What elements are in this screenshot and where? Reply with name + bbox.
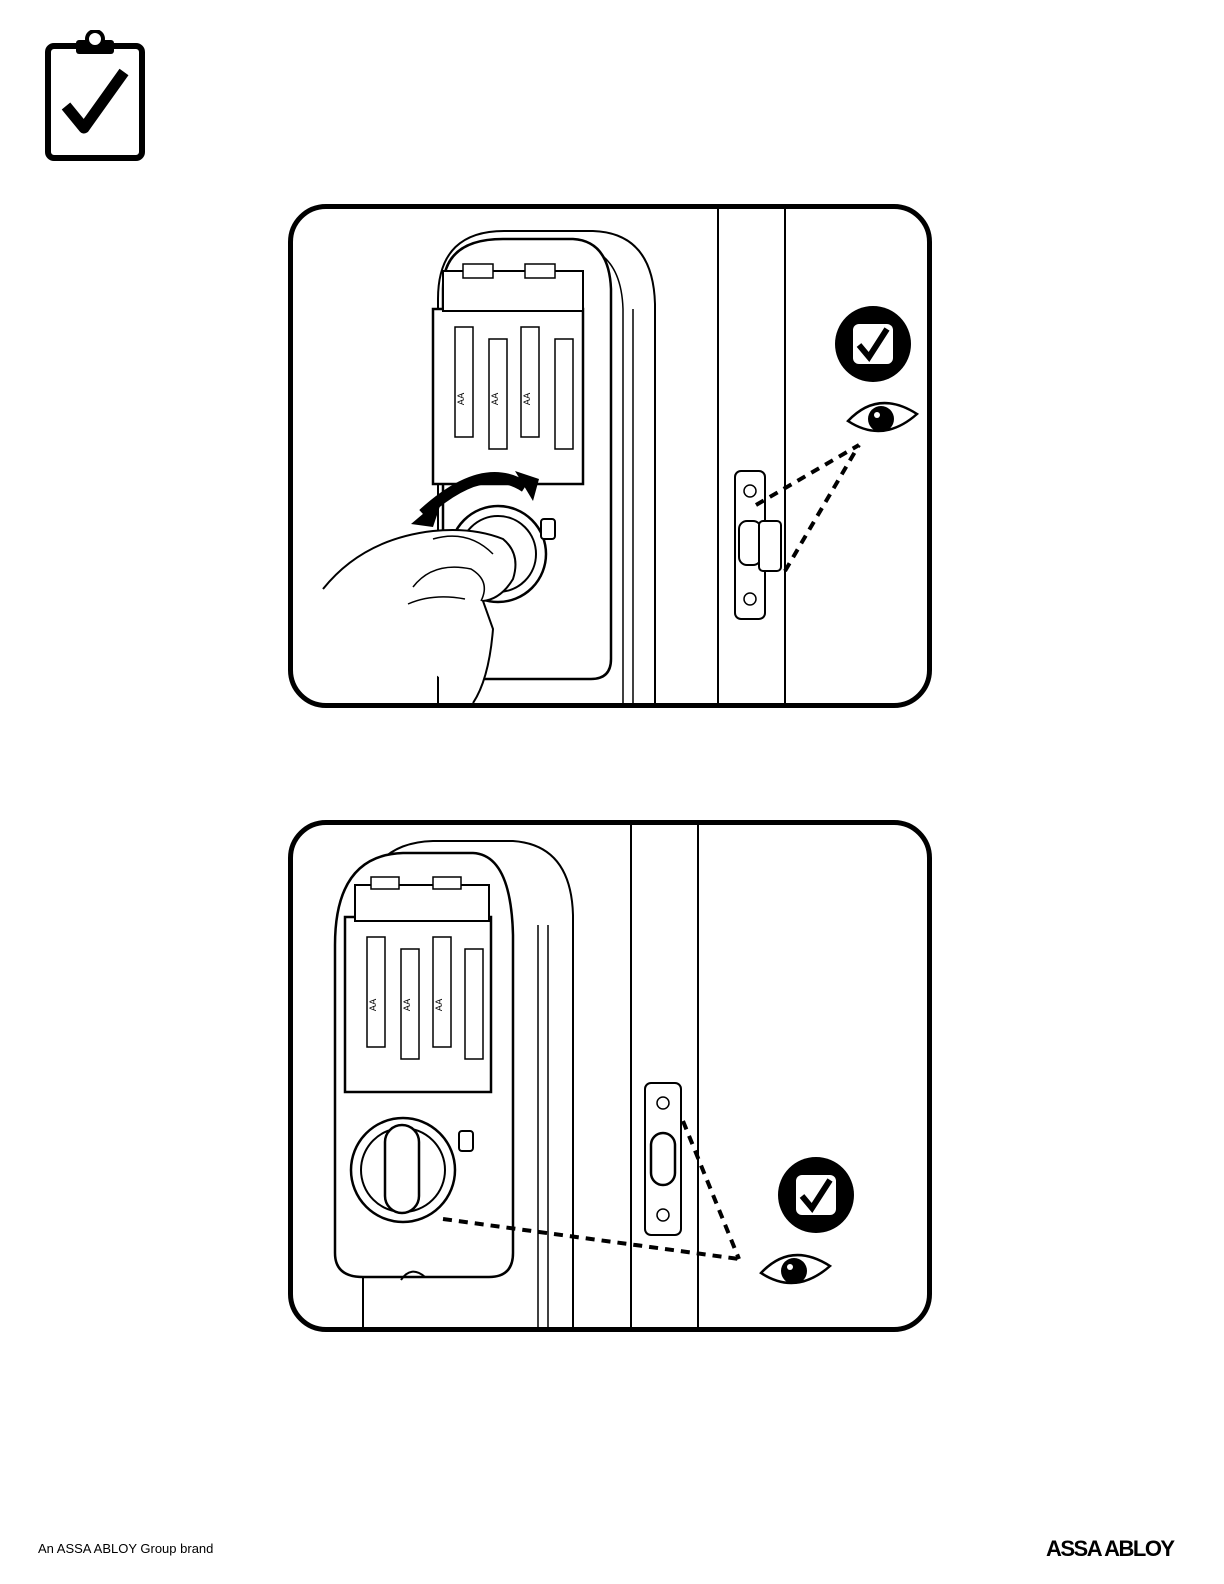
clipboard-check-icon: [44, 30, 148, 164]
lock-illustration-2: AA AA AA: [293, 825, 927, 1327]
battery-label: AA: [523, 392, 533, 405]
check-badge-icon: [778, 1157, 854, 1233]
battery-label: AA: [457, 392, 467, 405]
eye-icon: [848, 403, 917, 432]
battery-label: AA: [403, 998, 413, 1011]
battery-label: AA: [491, 392, 501, 405]
battery-label: AA: [435, 998, 445, 1011]
battery-label: AA: [369, 998, 379, 1011]
step-illustration-thumbturn-rotate: AA AA AA: [288, 204, 932, 708]
eye-icon: [761, 1255, 830, 1284]
step-illustration-thumbturn-locked: AA AA AA: [288, 820, 932, 1332]
lock-illustration-1: AA AA AA: [293, 209, 927, 703]
brand-line: An ASSA ABLOY Group brand: [38, 1541, 213, 1556]
check-badge-icon: [835, 306, 911, 382]
assa-abloy-logo: ASSA ABLOY: [1046, 1536, 1174, 1562]
